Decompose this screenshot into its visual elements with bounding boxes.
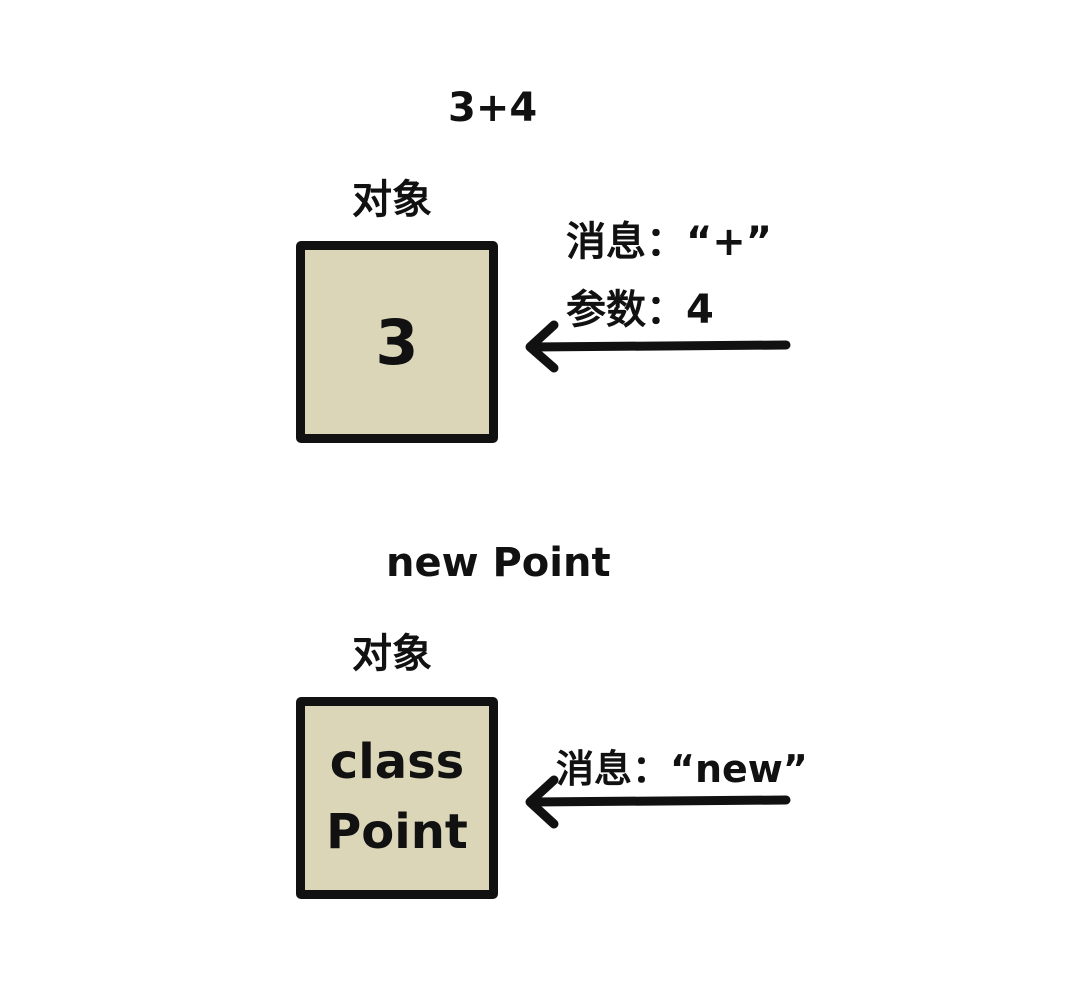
arrow-left-1 xyxy=(525,320,791,373)
message-plus: 消息：“+” xyxy=(566,219,773,265)
class-keyword: class xyxy=(329,734,465,791)
object-label-1: 对象 xyxy=(352,177,432,223)
object-box-3: 3 xyxy=(296,241,498,443)
object-box-3-text: 3 xyxy=(375,305,419,379)
object-label-2: 对象 xyxy=(352,631,432,677)
message-new: 消息：“new” xyxy=(556,747,808,791)
arrow-left-2 xyxy=(525,775,791,829)
expression-3-plus-4: 3+4 xyxy=(448,85,538,131)
expression-new-point: new Point xyxy=(386,540,611,586)
object-box-class-point: class Point xyxy=(296,697,498,899)
class-name: Point xyxy=(326,804,468,860)
argument-4: 参数：4 xyxy=(566,287,714,333)
